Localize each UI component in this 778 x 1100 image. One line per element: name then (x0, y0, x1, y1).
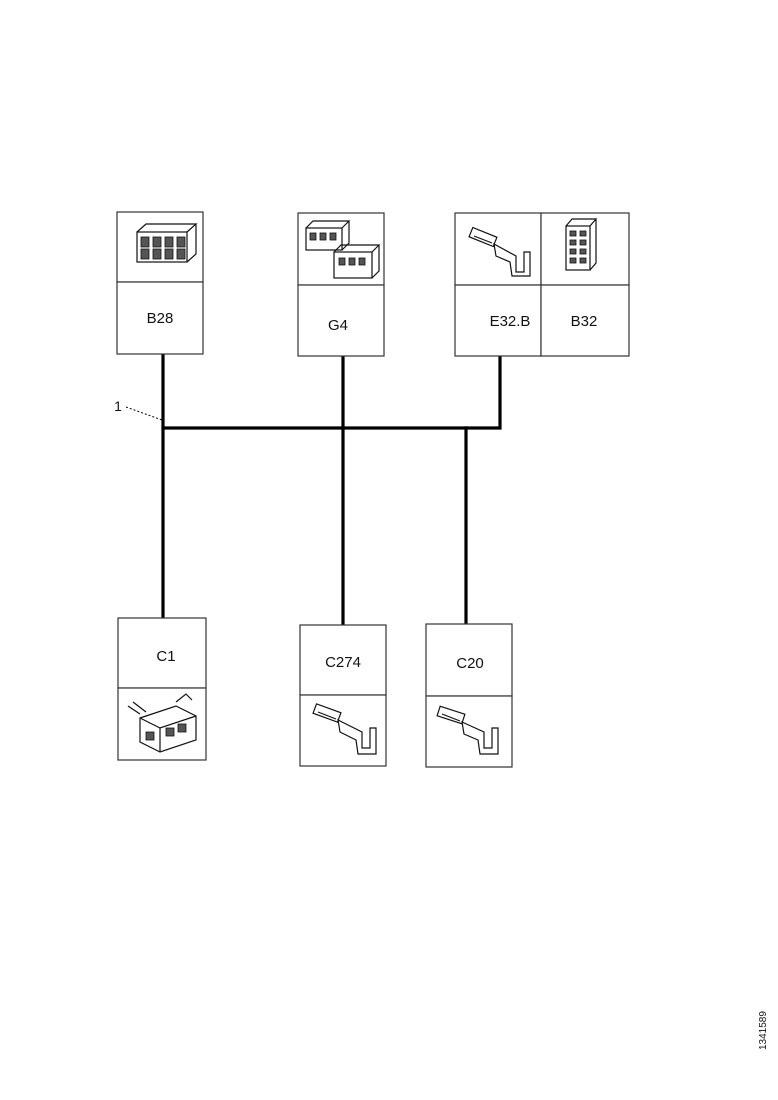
connector-label-b28: B28 (147, 310, 174, 327)
connector-c20: C20 (425, 623, 513, 768)
multi-pin-connector-icon (136, 223, 198, 263)
plug-connector-icon (127, 693, 197, 753)
connector-e32b-b32: E32.B B32 (454, 212, 630, 357)
connector-label-b32: B32 (571, 313, 598, 330)
socket-housing-icon (565, 218, 598, 271)
connector-c274: C274 (299, 624, 387, 767)
drawing-code: 1341589 (758, 1011, 769, 1050)
callout-1: 1 (114, 398, 163, 421)
terminal-pin-icon (468, 226, 531, 277)
connector-label-e32b: E32.B (490, 313, 531, 330)
terminal-pin-icon (312, 703, 377, 755)
connector-g4: G4 (297, 212, 385, 357)
double-connector-icon (305, 220, 381, 279)
connector-label-c1: C1 (156, 648, 175, 665)
wire-bus (161, 354, 502, 430)
wiring-harness (161, 352, 502, 626)
terminal-pin-icon (436, 705, 499, 755)
connector-b28: B28 (116, 211, 204, 355)
connector-c1: C1 (117, 617, 207, 761)
connector-label-g4: G4 (328, 317, 348, 334)
callout-leader (125, 406, 163, 421)
connector-label-c20: C20 (456, 655, 484, 672)
callout-number: 1 (114, 398, 122, 414)
connector-label-c274: C274 (325, 654, 361, 671)
